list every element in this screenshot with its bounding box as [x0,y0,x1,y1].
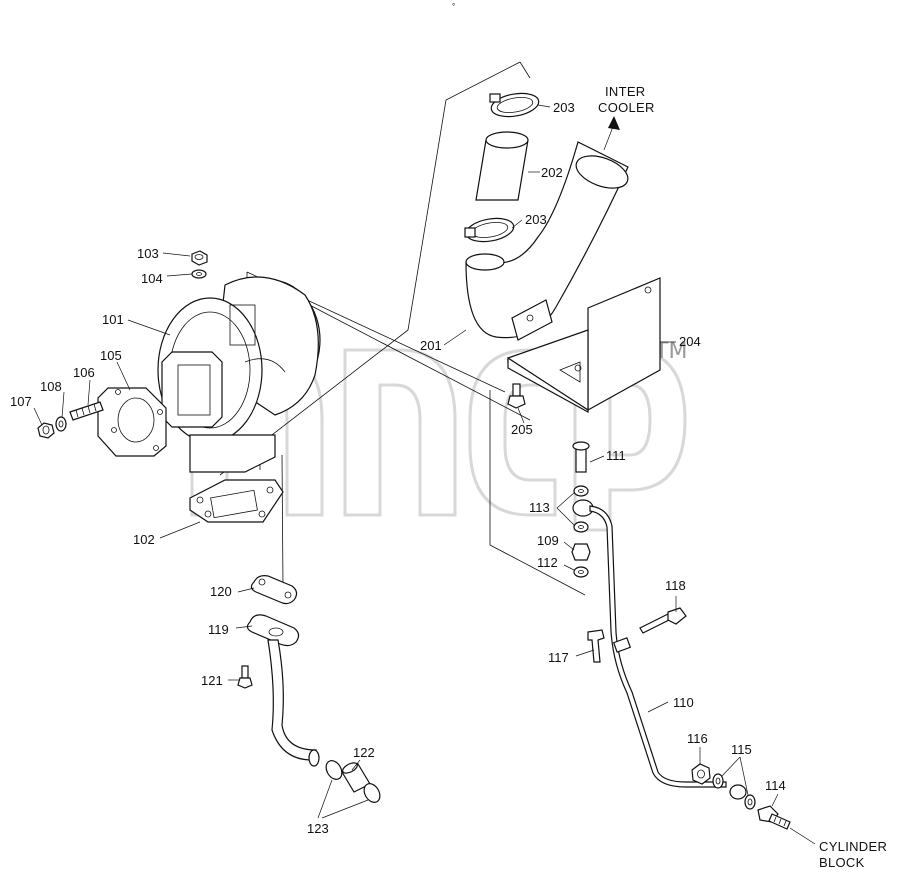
label-123: 123 [307,821,329,836]
callout-labels: 103 104 101 105 106 108 107 102 120 119 … [10,100,786,836]
label-108: 108 [40,379,62,394]
hose-202 [475,131,529,201]
label-119: 119 [208,622,229,637]
note-cylinder-line1: CYLINDER [819,839,887,854]
label-115: 115 [731,742,752,757]
pipe-201 [465,141,629,341]
label-110: 110 [673,695,694,710]
bracket-204 [507,277,661,414]
clamp-203-top [489,92,540,118]
bolt-118 [612,607,687,653]
nut-103 [191,250,208,266]
inter-cooler-arrow [603,116,620,151]
label-101: 101 [102,312,124,327]
label-203-bottom: 203 [525,212,547,227]
leader-lines [33,104,816,845]
oil-drain-pipe-119 [246,614,320,767]
note-cylinder-line2: BLOCK [819,855,865,870]
label-118: 118 [665,578,686,593]
label-112: 112 [537,555,558,570]
label-113: 113 [529,500,550,515]
gasket-105 [97,387,167,457]
gasket-102 [189,479,284,523]
gasket-120 [250,575,298,605]
bolt-121 [237,665,253,689]
nut-116 [691,763,711,785]
clamp-123a [325,760,343,780]
bolt-114 [757,805,791,830]
washer-113b [573,521,589,533]
label-111: 111 [606,448,626,463]
corner-mark: ° [452,2,455,11]
label-120: 120 [210,584,232,599]
washer-113a [573,485,589,497]
label-205: 205 [511,422,533,437]
label-106: 106 [73,365,95,380]
clip-117 [587,629,605,663]
washer-108 [55,416,67,432]
bolt-111 [572,441,590,473]
washer-104 [191,269,207,279]
label-204: 204 [679,334,701,349]
label-116: 116 [687,731,708,746]
washer-115b [744,794,756,810]
note-inter-line1: INTER [605,84,646,99]
clamp-123b [363,783,381,803]
label-105: 105 [100,348,122,363]
label-107: 107 [10,394,32,409]
label-203-top: 203 [553,100,575,115]
label-103: 103 [137,246,159,261]
washer-115a [712,773,724,789]
label-121: 121 [201,673,223,688]
label-117: 117 [548,650,569,665]
clamp-203-bottom [464,217,515,243]
notes: INTER COOLER CYLINDER BLOCK [598,84,887,870]
turbocharger-101 [157,276,321,473]
label-122: 122 [353,745,375,760]
label-109: 109 [537,533,559,548]
oil-pipe-110 [589,505,747,800]
note-inter-line2: COOLER [598,100,655,115]
washer-112 [573,566,589,578]
label-102: 102 [133,532,155,547]
connector-109 [571,543,591,561]
stud-106 [69,401,104,421]
label-202: 202 [541,165,563,180]
nut-107 [37,422,55,439]
label-114: 114 [765,778,786,793]
bolt-205 [507,383,526,409]
label-104: 104 [141,271,163,286]
label-201: 201 [420,338,442,353]
